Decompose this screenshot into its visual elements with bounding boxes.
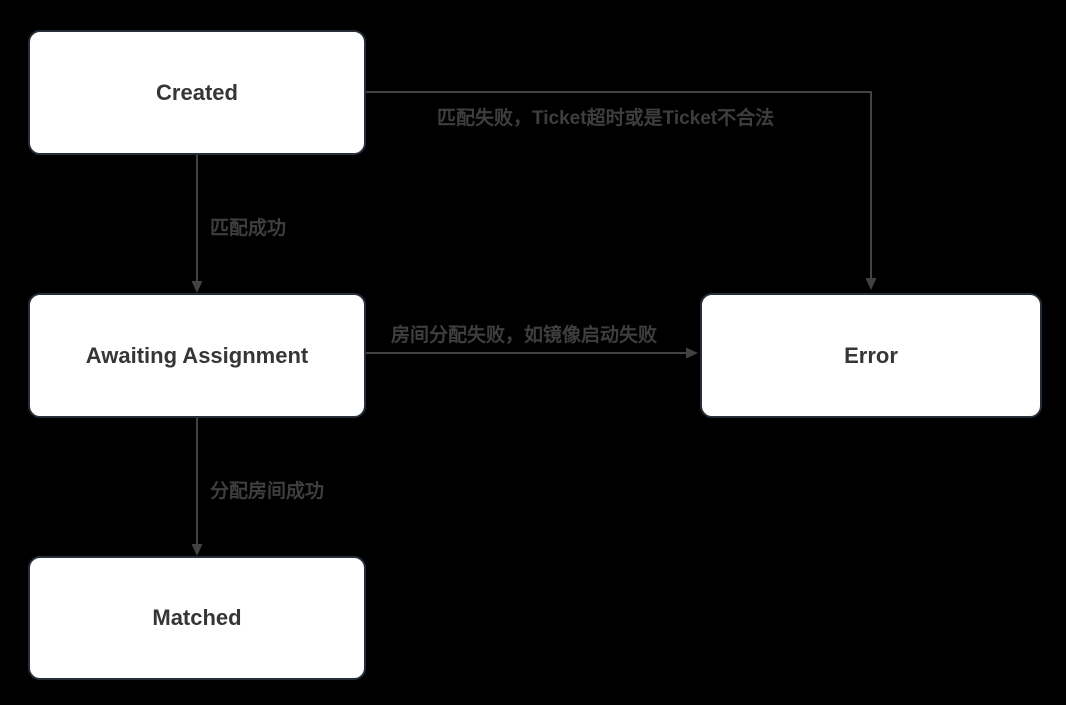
state-node-error: Error: [700, 293, 1042, 418]
state-node-matched: Matched: [28, 556, 366, 680]
edge-label-match-fail-ticket-invalid: 匹配失败，Ticket超时或是Ticket不合法: [437, 108, 775, 129]
node-label-error: Error: [844, 342, 898, 368]
arrowhead-down-icon: [191, 281, 203, 293]
node-label-awaiting-assignment: Awaiting Assignment: [85, 342, 309, 368]
arrowhead-down-icon: [191, 544, 203, 556]
node-label-created: Created: [156, 79, 238, 105]
arrowhead-down-icon: [865, 278, 877, 290]
edge-label-room-assign-fail: 房间分配失败，如镜像启动失败: [391, 325, 658, 346]
state-node-created: Created: [28, 30, 366, 155]
edge-label-match-success: 匹配成功: [210, 218, 287, 239]
edge-created-to-error-line: [366, 91, 872, 280]
arrowhead-right-icon: [686, 347, 698, 359]
state-node-awaiting-assignment: Awaiting Assignment: [28, 293, 366, 418]
edge-label-room-assign-success: 分配房间成功: [210, 481, 325, 502]
node-label-matched: Matched: [152, 605, 242, 630]
